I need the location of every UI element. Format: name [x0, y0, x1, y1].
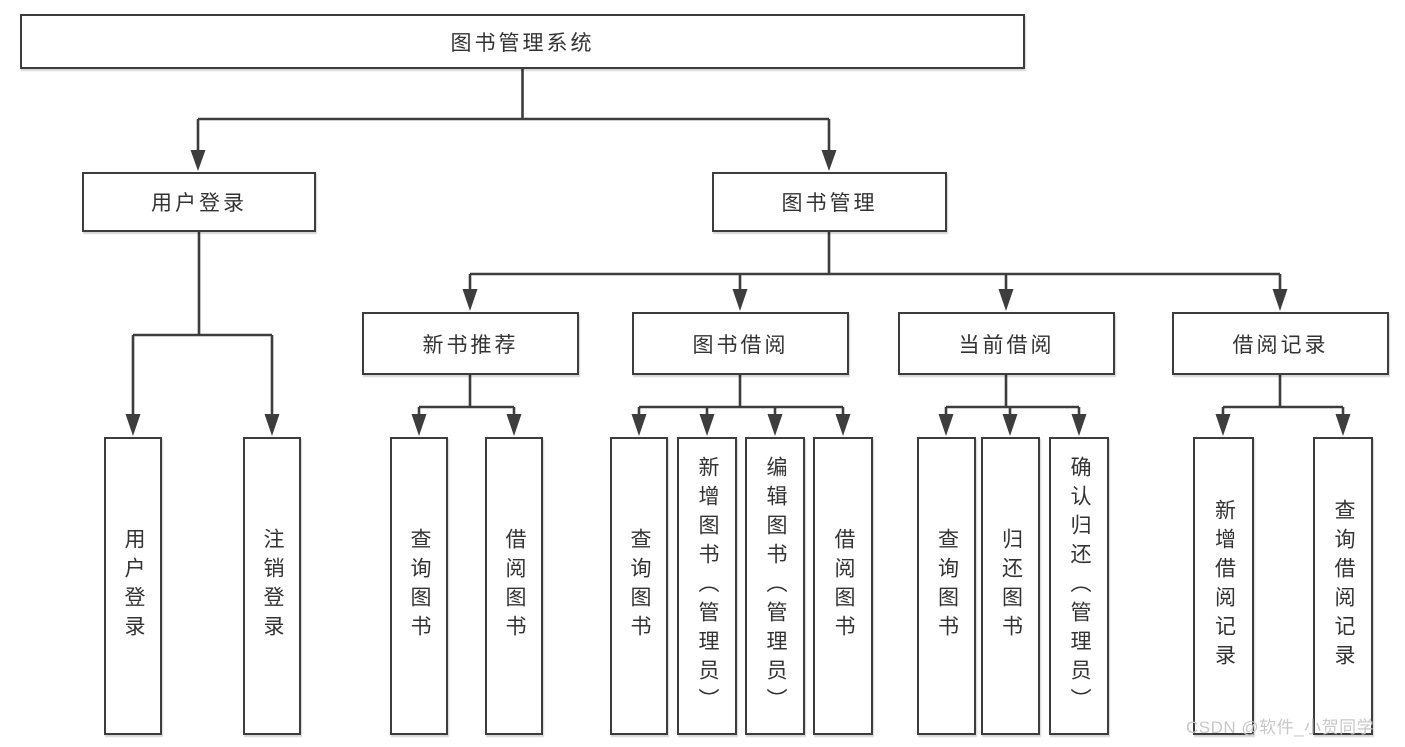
node-user-login-branch: 用户登录 — [82, 172, 316, 232]
leaf-return-book: 归还图书 — [981, 437, 1040, 735]
leaf-query-books-recommend: 查询图书 — [390, 437, 448, 735]
leaf-add-borrow-record: 新增借阅记录 — [1193, 437, 1254, 735]
node-borrow-records: 借阅记录 — [1172, 312, 1389, 375]
leaf-borrow-books: 借阅图书 — [813, 437, 873, 735]
leaf-query-books-current: 查询图书 — [917, 437, 976, 735]
connector-root-to-level2 — [190, 69, 837, 171]
node-book-borrow: 图书借阅 — [632, 312, 849, 375]
node-book-management-branch: 图书管理 — [712, 172, 947, 232]
connector-new-book-recommend-children — [411, 375, 522, 436]
node-current-borrow: 当前借阅 — [898, 312, 1115, 375]
leaf-query-borrow-record: 查询借阅记录 — [1313, 437, 1373, 735]
leaf-query-books-borrow: 查询图书 — [610, 437, 668, 735]
connector-user-login-children — [125, 232, 280, 436]
connector-current-borrow-children — [938, 375, 1087, 436]
leaf-borrow-books-recommend: 借阅图书 — [485, 437, 543, 735]
connector-book-borrow-children — [631, 375, 851, 436]
connector-book-management-children — [462, 232, 1288, 311]
leaf-confirm-return-admin: 确认归还（管理员） — [1049, 437, 1109, 735]
leaf-user-login: 用户登录 — [104, 437, 162, 735]
leaf-logout: 注销登录 — [243, 437, 301, 735]
leaf-edit-book-admin: 编辑图书（管理员） — [745, 437, 805, 735]
node-new-book-recommend: 新书推荐 — [362, 312, 579, 375]
leaf-add-book-admin: 新增图书（管理员） — [677, 437, 737, 735]
node-root-library-system: 图书管理系统 — [20, 14, 1025, 69]
csdn-watermark: CSDN @软件_小贺同学 — [1186, 718, 1375, 737]
connector-borrow-records-children — [1215, 375, 1351, 436]
